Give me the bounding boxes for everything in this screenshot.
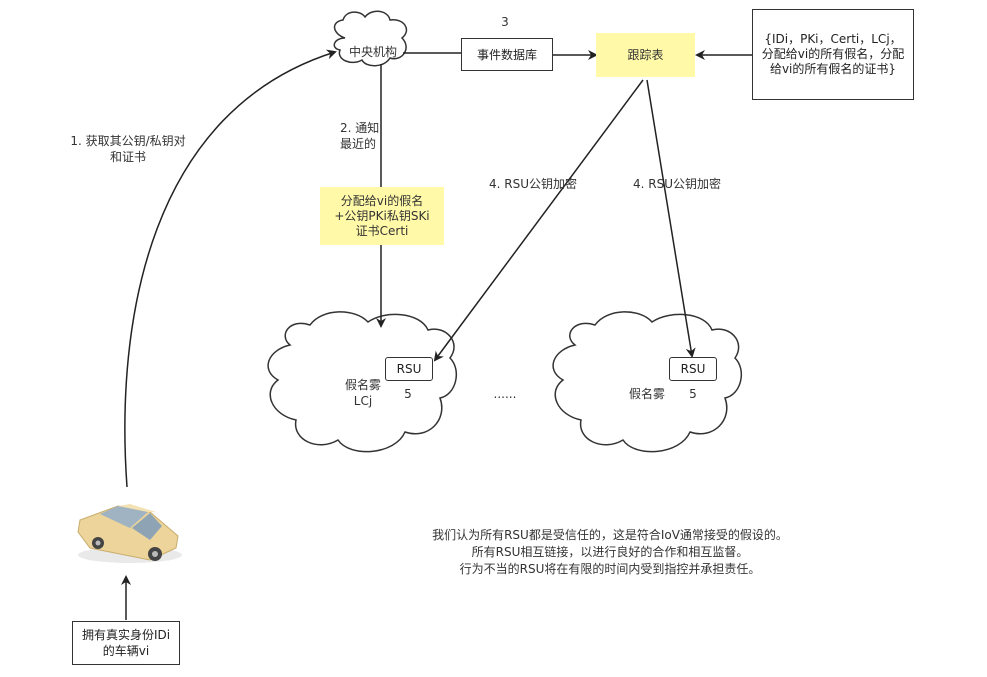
central-authority-label: 中央机构	[348, 45, 397, 59]
rsu-left-number: 5	[404, 387, 412, 401]
tracking-table-note: 跟踪表	[596, 33, 695, 77]
assumption-line-3: 行为不当的RSU将在有限的时间内受到指控并承担责任。	[459, 562, 761, 576]
event-db-box: 事件数据库	[461, 38, 553, 71]
assumption-line-2: 所有RSU相互链接，以进行良好的合作和相互监督。	[471, 545, 749, 559]
ellipsis-label: ......	[493, 387, 517, 401]
assumption-text: 我们认为所有RSU都是受信任的，这是符合IoV通常接受的假设的。 所有RSU相互…	[400, 527, 820, 578]
step1-label: 1. 获取其公钥/私钥对和证书	[70, 134, 186, 164]
assumption-line-1: 我们认为所有RSU都是受信任的，这是符合IoV通常接受的假设的。	[432, 528, 788, 542]
pseudonym-note: 分配给vi的假名+公钥PKi私钥SKi证书Certi	[320, 187, 444, 245]
fog-right-label: 假名雾	[628, 387, 665, 401]
rsu-right-box: RSU	[669, 357, 717, 381]
fog-left-label: 假名雾 LCj	[344, 378, 381, 408]
rsu-left-box: RSU	[385, 357, 433, 381]
vehicle-box: 拥有真实身份IDi的车辆vi	[72, 621, 180, 665]
rsu-right-number: 5	[689, 387, 697, 401]
event-db-number: 3	[501, 15, 509, 29]
central-authority-cloud	[333, 10, 408, 67]
step4-right-label: 4. RSU公钥加密	[633, 177, 722, 191]
tracking-info-box: {IDi，PKi，Certi，LCj，分配给vi的所有假名，分配给vi的所有假名…	[752, 9, 914, 100]
edge-tracking-to-rsu-left	[433, 79, 644, 362]
fog-cloud-right	[552, 311, 743, 453]
fog-cloud-left	[267, 311, 458, 453]
edge-tracking-to-rsu-right	[646, 79, 696, 358]
car-icon	[77, 504, 182, 563]
edge-car-to-central	[124, 49, 337, 488]
step2-label: 2. 通知 最近的	[340, 121, 380, 151]
step4-left-label: 4. RSU公钥加密	[489, 177, 578, 191]
